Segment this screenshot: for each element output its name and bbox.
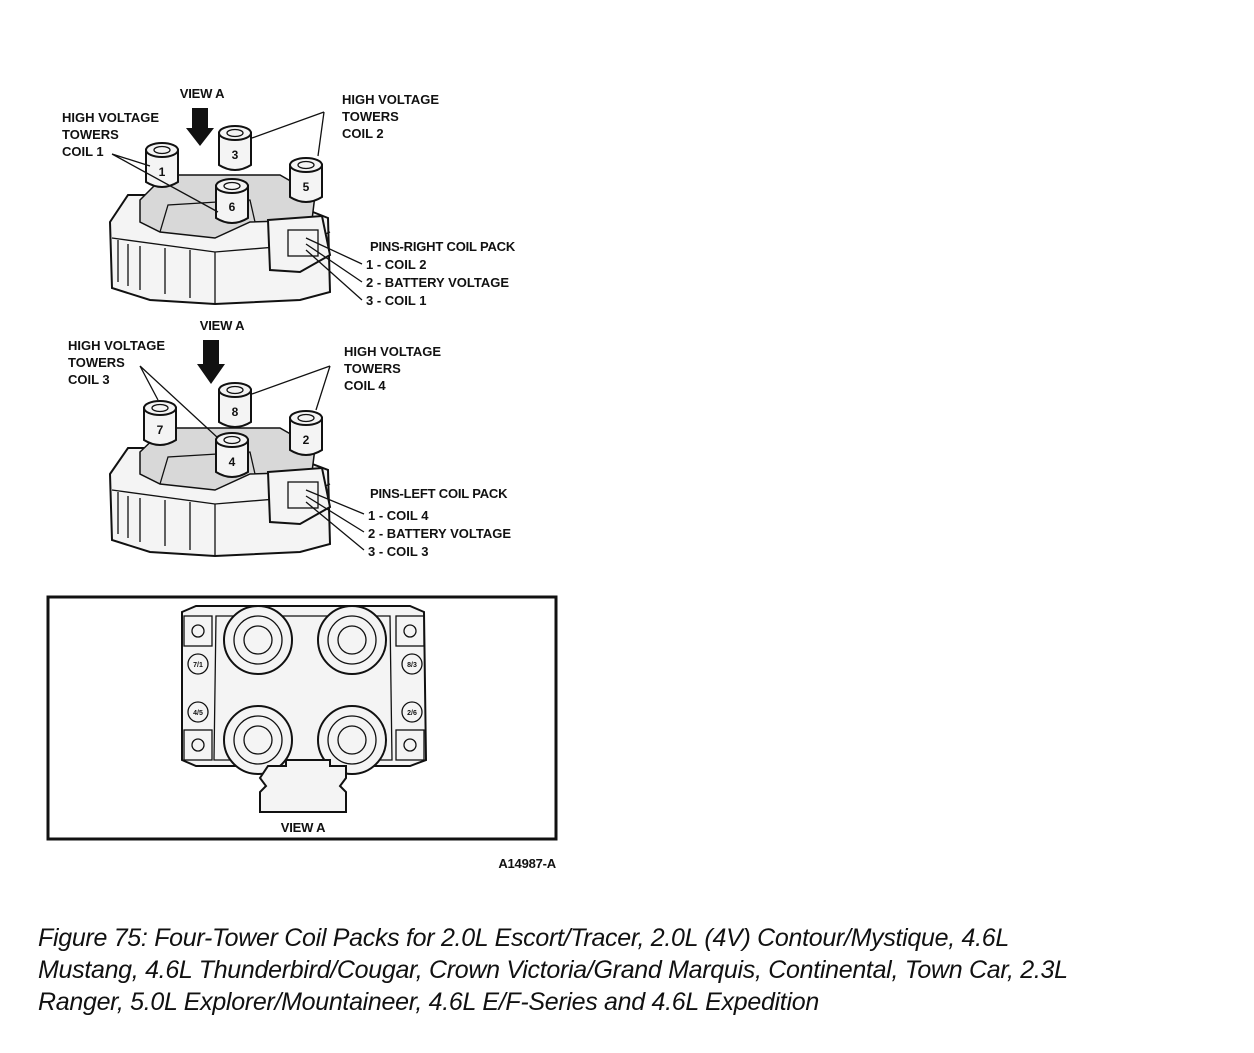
figure-id: A14987-A <box>498 856 556 871</box>
top-pin-1: 1 - COIL 2 <box>366 257 426 272</box>
top-view-a-arrow <box>186 108 214 146</box>
caption-line-1: Figure 75: Four-Tower Coil Packs for 2.0… <box>38 924 1009 952</box>
bottom-right-leader <box>251 365 331 411</box>
bottom-view-a-label: VIEW A <box>200 318 245 333</box>
bottom-tower-8 <box>218 382 252 428</box>
top-right-label-line2: TOWERS <box>342 109 399 124</box>
bottom-right-label-line3: COIL 4 <box>344 378 386 393</box>
top-pins-title: PINS-RIGHT COIL PACK <box>370 239 516 254</box>
bottom-tower-number-2: 2 <box>303 433 310 447</box>
top-view-a-label: VIEW A <box>180 86 225 101</box>
top-left-leader <box>111 153 219 213</box>
top-right-leader <box>251 111 325 157</box>
top-tower-5 <box>289 157 323 203</box>
figure-caption: Figure 75: Four-Tower Coil Packs for 2.0… <box>38 922 1238 1018</box>
top-left-label-line1: HIGH VOLTAGE <box>62 110 159 125</box>
top-view-a-label: VIEW A <box>281 820 326 835</box>
top-left-label-line3: COIL 1 <box>62 144 104 159</box>
bottom-pin-3: 3 - COIL 3 <box>368 544 428 559</box>
bottom-pins-title: PINS-LEFT COIL PACK <box>370 486 508 501</box>
bottom-pins-leader <box>305 489 365 551</box>
bottom-left-label-line3: COIL 3 <box>68 372 110 387</box>
top-view-plate <box>181 605 428 767</box>
bottom-left-label-line2: TOWERS <box>68 355 125 370</box>
top-pin-3: 3 - COIL 1 <box>366 293 426 308</box>
bottom-tower-number-4: 4 <box>229 455 236 469</box>
top-tower-number-5: 5 <box>303 180 310 194</box>
side-label-2-6: 2/6 <box>407 710 417 717</box>
top-view-tower-bl <box>223 705 293 775</box>
top-coil-pack: 1 3 6 5 VIEW A HIGH VOLTAGE TOWERS COIL … <box>62 86 516 308</box>
side-label-8-3: 8/3 <box>407 662 417 669</box>
top-tower-number-1: 1 <box>159 165 166 179</box>
bottom-tower-4 <box>215 432 249 478</box>
top-left-label-line2: TOWERS <box>62 127 119 142</box>
top-view-tower-tl <box>223 605 293 675</box>
top-view-tower-br <box>317 705 387 775</box>
bottom-tower-number-7: 7 <box>157 423 164 437</box>
top-tower-6 <box>215 178 249 224</box>
side-label-4-5: 4/5 <box>193 710 203 717</box>
bottom-pin-1: 1 - COIL 4 <box>368 508 429 523</box>
caption-line-3: Ranger, 5.0L Explorer/Mountaineer, 4.6L … <box>38 988 819 1016</box>
bottom-view-a-arrow <box>197 340 225 384</box>
bottom-tower-number-8: 8 <box>232 405 239 419</box>
side-label-7-1: 7/1 <box>193 662 203 669</box>
bottom-right-label-line2: TOWERS <box>344 361 401 376</box>
top-tower-1 <box>145 142 179 188</box>
caption-line-2: Mustang, 4.6L Thunderbird/Cougar, Crown … <box>38 956 1068 984</box>
bottom-right-label-line1: HIGH VOLTAGE <box>344 344 441 359</box>
bottom-pin-2: 2 - BATTERY VOLTAGE <box>368 526 511 541</box>
top-right-label-line1: HIGH VOLTAGE <box>342 92 439 107</box>
top-tower-number-3: 3 <box>232 148 239 162</box>
top-pin-2: 2 - BATTERY VOLTAGE <box>366 275 509 290</box>
top-view-tower-tr <box>317 605 387 675</box>
top-view-connector <box>258 759 347 813</box>
top-view-panel: 7/1 4/5 8/3 2/6 VIEW A <box>46 595 558 841</box>
top-pins-leader <box>305 237 363 301</box>
bottom-coil-pack: 7 8 4 2 VIEW A HIGH VOLTAGE TOWERS COIL … <box>68 318 511 559</box>
top-right-label-line3: COIL 2 <box>342 126 384 141</box>
bottom-left-leader <box>139 365 219 439</box>
top-tower-3 <box>218 125 252 171</box>
bottom-tower-2 <box>289 410 323 456</box>
bottom-tower-7 <box>143 400 177 446</box>
bottom-left-label-line1: HIGH VOLTAGE <box>68 338 165 353</box>
top-tower-number-6: 6 <box>229 200 236 214</box>
